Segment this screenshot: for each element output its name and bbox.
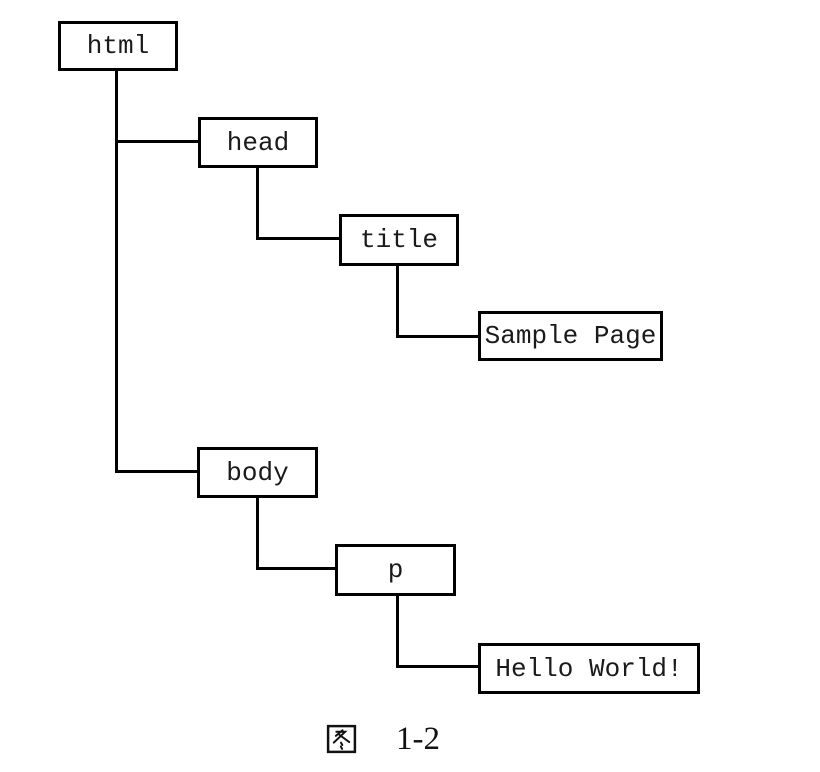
figure-caption-number: 1-2 bbox=[396, 720, 440, 757]
tree-node-sample-page: Sample Page bbox=[478, 311, 663, 361]
tree-node-p: p bbox=[335, 544, 456, 596]
connector-p-to-hello-world bbox=[396, 665, 480, 668]
tree-node-body: body bbox=[197, 447, 318, 498]
connector-p-down bbox=[396, 594, 399, 668]
connector-head-down bbox=[256, 166, 259, 240]
tree-node-title: title bbox=[339, 214, 459, 266]
cjk-figure-character-icon bbox=[326, 724, 357, 754]
connector-html-to-head bbox=[116, 140, 200, 143]
connector-html-to-body bbox=[116, 470, 199, 473]
connector-head-to-title bbox=[256, 237, 341, 240]
tree-node-html: html bbox=[58, 21, 178, 71]
connector-title-to-sample-page bbox=[396, 335, 480, 338]
connector-html-trunk bbox=[115, 70, 118, 473]
connector-body-down bbox=[256, 496, 259, 570]
connector-body-to-p bbox=[256, 567, 337, 570]
tree-node-head: head bbox=[198, 117, 318, 168]
connector-title-down bbox=[396, 264, 399, 338]
figure-caption: 1-2 bbox=[325, 718, 440, 760]
tree-node-hello-world: Hello World! bbox=[478, 643, 700, 694]
